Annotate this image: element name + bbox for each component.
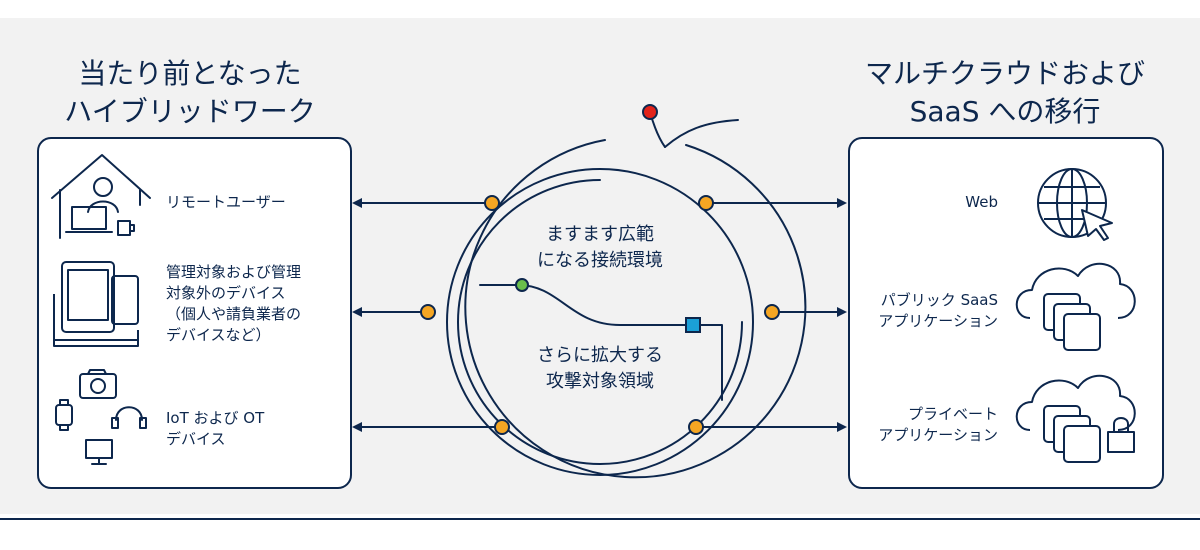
label-public-saas-line-2: アプリケーション	[878, 312, 998, 330]
label-private-app: プライベート アプリケーション	[852, 404, 998, 446]
iot-ot-devices-icon	[55, 369, 147, 465]
swirl-line	[664, 119, 739, 148]
devices-icon	[53, 261, 139, 347]
arrowhead-private-app	[837, 422, 847, 432]
label-devices-line-4: デバイスなど）	[166, 326, 271, 344]
left-heading-line-2: ハイブリッドワーク	[64, 95, 316, 128]
cloud-apps-lock-icon	[1015, 374, 1136, 463]
label-remote-user-line-1: リモートユーザー	[166, 193, 286, 211]
label-iot-ot: IoT および OT デバイス	[166, 408, 264, 450]
node-private-app	[688, 419, 704, 435]
label-devices-line-1: 管理対象および管理	[166, 263, 302, 281]
right-heading-line-2: SaaS への移行	[909, 95, 1101, 128]
node-blue-square	[685, 317, 701, 333]
label-devices-line-2: 対象外のデバイス	[166, 284, 286, 302]
arrowhead-web	[837, 198, 847, 208]
arrowhead-remote-user	[352, 198, 362, 208]
label-web-line-1: Web	[965, 193, 998, 211]
label-web: Web	[860, 192, 998, 213]
middle-ring	[446, 168, 754, 476]
hybrid-work-box	[37, 137, 352, 489]
globe-cursor-icon	[1037, 168, 1113, 241]
label-private-app-line-2: アプリケーション	[878, 426, 998, 444]
node-green	[515, 278, 529, 292]
node-remote-user	[484, 195, 500, 211]
node-web	[698, 195, 714, 211]
right-heading-line-1: マルチクラウドおよび	[864, 57, 1145, 90]
center-top-text: ますます広範 になる接続環境	[520, 222, 680, 274]
cloud-apps-icon	[1015, 262, 1136, 351]
node-iot	[494, 419, 510, 435]
right-heading: マルチクラウドおよび SaaS への移行	[845, 55, 1165, 131]
node-devices	[420, 304, 436, 320]
center-bottom-text-line-1: さらに拡大する	[537, 345, 663, 366]
label-remote-user: リモートユーザー	[166, 192, 286, 213]
node-saas	[764, 304, 780, 320]
label-devices: 管理対象および管理 対象外のデバイス （個人や請負業者の デバイスなど）	[166, 262, 301, 346]
center-top-text-line-2: になる接続環境	[537, 250, 663, 271]
label-private-app-line-1: プライベート	[907, 405, 998, 423]
arrowhead-devices	[352, 307, 362, 317]
outer-ring	[464, 139, 807, 479]
remote-user-home-icon	[51, 154, 151, 239]
left-heading: 当たり前となった ハイブリッドワーク	[40, 55, 340, 131]
label-public-saas-line-1: パブリック SaaS	[880, 291, 998, 309]
bottom-divider	[0, 518, 1200, 520]
left-heading-line-1: 当たり前となった	[78, 57, 302, 90]
label-public-saas: パブリック SaaS アプリケーション	[852, 290, 998, 332]
center-bottom-text-line-2: 攻撃対象領域	[546, 371, 654, 392]
center-bottom-text: さらに拡大する 攻撃対象領域	[520, 343, 680, 395]
arrowhead-iot	[352, 422, 362, 432]
node-red	[642, 104, 658, 120]
center-top-text-line-1: ますます広範	[546, 224, 654, 245]
label-iot-ot-line-1: IoT および OT	[166, 409, 265, 427]
label-iot-ot-line-2: デバイス	[166, 430, 226, 448]
arrowhead-saas	[837, 307, 847, 317]
cloud-saas-box	[848, 137, 1164, 489]
label-devices-line-3: （個人や請負業者の	[166, 305, 302, 323]
